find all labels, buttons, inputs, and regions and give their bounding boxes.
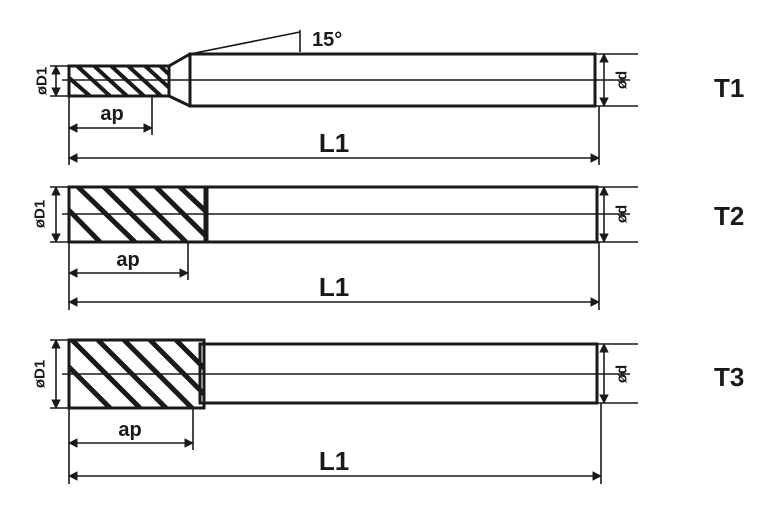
t3-l1-label: L1: [319, 446, 349, 476]
tool-t2: øD1 ød ap L1 T2: [32, 185, 744, 310]
t1-cutting-head: [67, 64, 171, 98]
t1-ap-label: ap: [100, 103, 123, 125]
t2-flutes: [69, 187, 207, 242]
t1-neck: [168, 52, 191, 108]
t2-d1-label: øD1: [32, 200, 49, 228]
t2-d-label: ød: [614, 205, 631, 223]
t2-l1-label: L1: [319, 272, 349, 302]
t1-d-label: ød: [614, 71, 631, 89]
tool-t3: øD1 ød ap L1 T3: [32, 338, 744, 484]
t1-angle-label: 15°: [312, 29, 342, 51]
t1-type-label: T1: [714, 73, 744, 103]
t3-d-label: ød: [614, 365, 631, 383]
t2-ap-label: ap: [116, 249, 139, 271]
t3-type-label: T3: [714, 362, 744, 392]
t1-d1-label: øD1: [34, 67, 51, 95]
tool-t1: øD1 ød 15° ap L1 T1: [34, 29, 744, 165]
t3-ap-label: ap: [118, 419, 141, 441]
t3-flutes: [69, 340, 204, 408]
t3-d1-label: øD1: [32, 360, 49, 388]
t1-l1-label: L1: [319, 128, 349, 158]
t1-flutes: [69, 66, 169, 96]
t2-type-label: T2: [714, 201, 744, 231]
